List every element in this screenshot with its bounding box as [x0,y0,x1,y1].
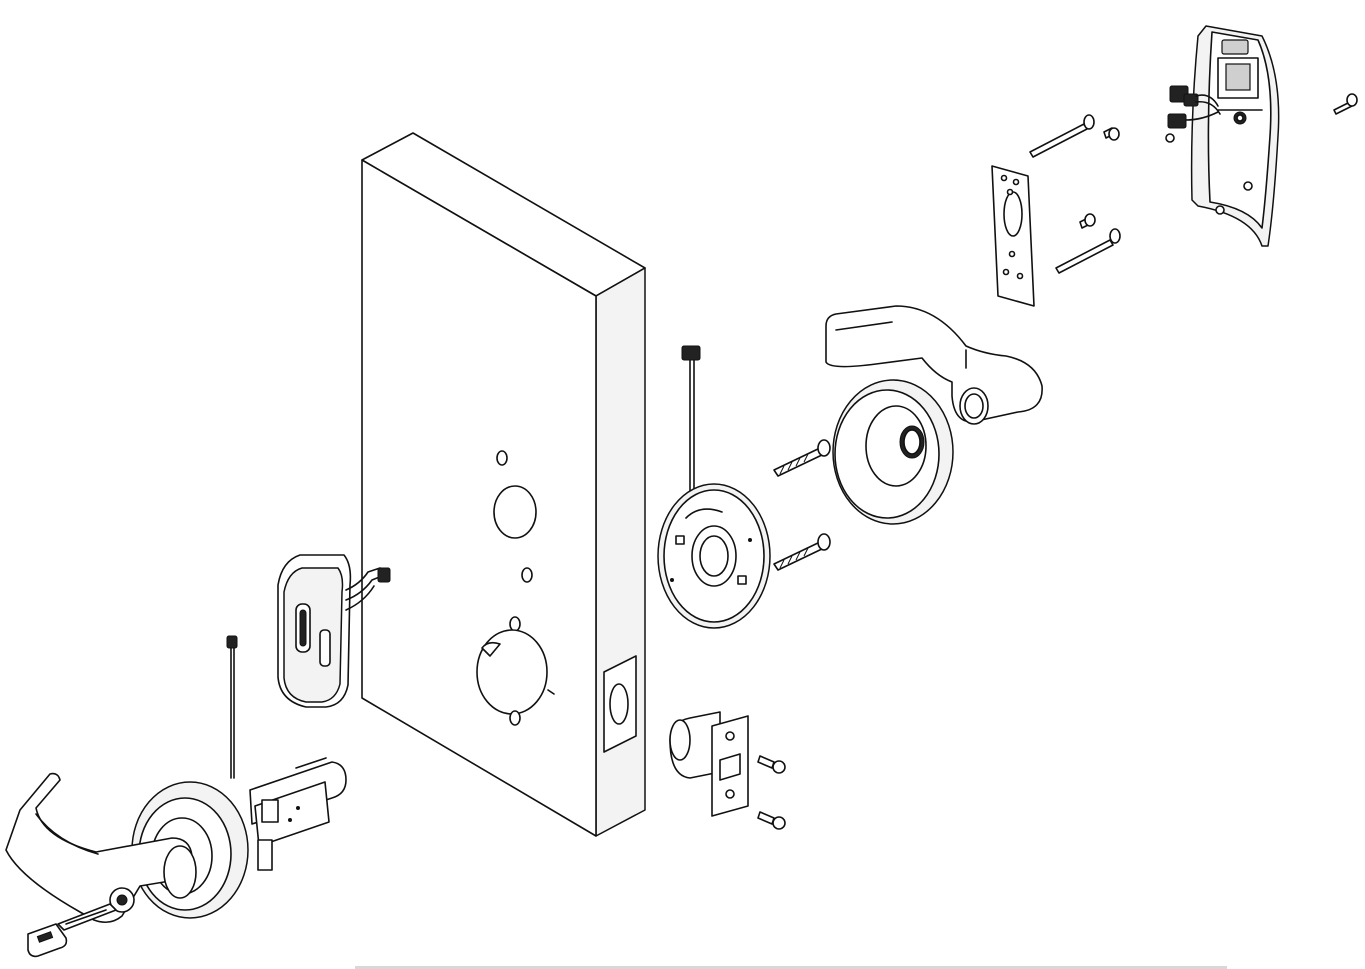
inside-rose [832,379,954,525]
escutcheon-screw [1333,93,1358,115]
footer-rule [355,966,1227,969]
card-reader-outside [277,554,391,708]
inside-lever [825,305,1043,425]
key [27,903,117,958]
door [361,132,646,837]
latch-screws [757,755,786,830]
latch [669,711,749,817]
back-plate-screws [1029,114,1121,274]
through-bolts [773,439,831,571]
outside-lever-assembly [5,635,347,924]
inside-escutcheon-housing [1165,25,1280,247]
back-plate [991,165,1035,307]
mounting-plate [657,345,771,629]
